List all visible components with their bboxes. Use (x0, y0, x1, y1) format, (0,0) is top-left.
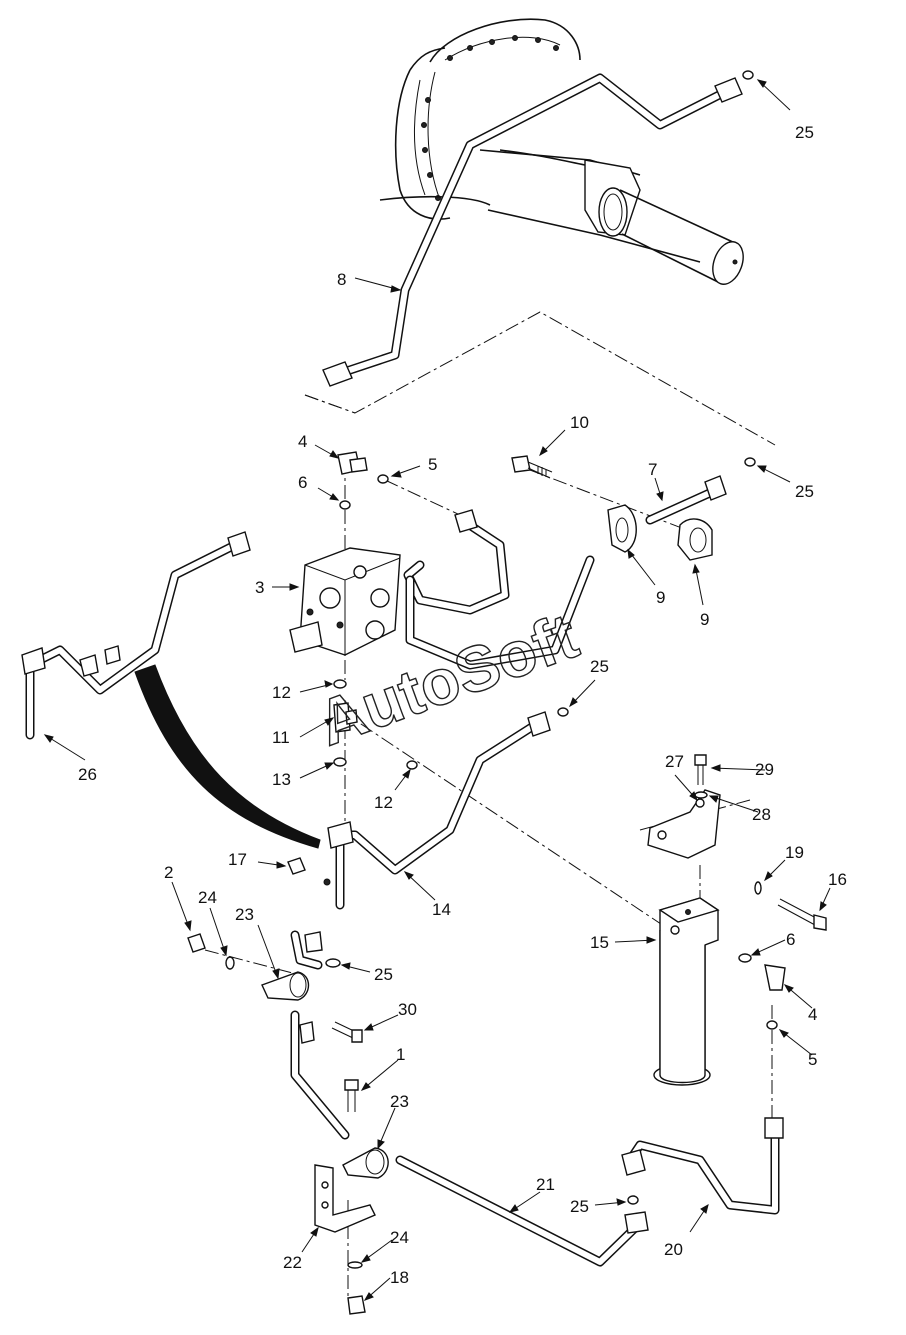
o-ring-25-left (325, 958, 341, 968)
o-ring-13 (333, 757, 347, 767)
callout-25: 25 (795, 123, 814, 142)
pipe-vertical-left (290, 1010, 350, 1140)
bracket-22 (314, 1164, 376, 1233)
valve-assembly-3 (289, 547, 401, 656)
bolt-10 (511, 455, 553, 479)
callout-30: 30 (398, 1000, 417, 1019)
fitting-4-top (337, 451, 368, 475)
callout-4: 4 (298, 432, 307, 451)
bolt-1 (344, 1079, 359, 1112)
callout-26: 26 (78, 765, 97, 784)
pipe-7 (645, 475, 727, 525)
pipe-elbow-upper (290, 930, 323, 970)
pipe-26 (21, 531, 251, 740)
callout-11: 11 (272, 728, 290, 747)
washer-19 (754, 881, 762, 895)
callout-13: 13 (272, 770, 291, 789)
callout-17: 17 (228, 850, 247, 869)
o-ring-25-mid (744, 457, 756, 467)
callout-21: 21 (536, 1175, 555, 1194)
callout-labels: 25 8 10 4 5 7 6 25 3 9 9 25 12 11 26 13 … (78, 123, 847, 1287)
washer-24-lower (347, 1261, 363, 1269)
o-ring-5-top (377, 474, 389, 484)
callout-7: 7 (648, 460, 657, 479)
o-ring-25-bottom (627, 1195, 639, 1205)
pipe-14 (323, 711, 551, 910)
nut-18 (347, 1295, 366, 1315)
bracket-27 (647, 789, 721, 859)
callout-23: 23 (390, 1092, 409, 1111)
o-ring-6-top (339, 500, 351, 510)
callout-14: 14 (432, 900, 451, 919)
o-ring-25-right (557, 707, 569, 717)
tee-fitting-11 (333, 702, 358, 733)
callout-leaders (43, 79, 831, 1301)
callout-28: 28 (752, 805, 771, 824)
pipe-8 (322, 73, 743, 387)
hose-valve-loop (403, 509, 595, 670)
fitting-4-right (764, 964, 786, 991)
pipe-20 (621, 1117, 784, 1215)
reference-lines (204, 311, 776, 1300)
o-ring-12-upper (333, 679, 347, 689)
clamp-9-right (677, 518, 713, 561)
o-ring-12-lower (406, 760, 418, 770)
bolt-29 (694, 754, 707, 785)
washer-28 (694, 791, 708, 799)
callout-16: 16 (828, 870, 847, 889)
callout-10: 10 (570, 413, 589, 432)
callout-18: 18 (390, 1268, 409, 1287)
callout-19: 19 (785, 843, 804, 862)
nut-2 (187, 933, 206, 953)
callout-22: 22 (283, 1253, 302, 1272)
callout-20: 20 (664, 1240, 683, 1259)
callout-9: 9 (700, 610, 709, 629)
callout-23: 23 (235, 905, 254, 924)
callout-5: 5 (428, 455, 437, 474)
bolt-30 (331, 1021, 363, 1043)
callout-9: 9 (656, 588, 665, 607)
o-ring-25-top (742, 70, 754, 80)
clamp-23-upper (261, 971, 310, 1001)
callout-6: 6 (786, 930, 795, 949)
receiver-drier-15 (653, 897, 720, 1086)
callout-5: 5 (808, 1050, 817, 1069)
axle-housing (379, 18, 744, 285)
o-ring-6-right (738, 953, 752, 963)
callout-25: 25 (374, 965, 393, 984)
nut-17 (287, 857, 306, 875)
callout-25: 25 (590, 657, 609, 676)
callout-12: 12 (272, 683, 291, 702)
callout-8: 8 (337, 270, 346, 289)
callout-29: 29 (755, 760, 774, 779)
pipe-21 (395, 1155, 649, 1267)
clamp-9-left (607, 504, 637, 553)
callout-27: 27 (665, 752, 684, 771)
black-hose (134, 664, 321, 849)
callout-24: 24 (198, 888, 217, 907)
callout-2: 2 (164, 863, 173, 882)
bolt-16 (777, 898, 827, 931)
callout-6: 6 (298, 473, 307, 492)
callout-15: 15 (590, 933, 609, 952)
washer-24-upper (225, 956, 235, 970)
callout-1: 1 (396, 1045, 405, 1064)
o-ring-5-right (766, 1020, 778, 1030)
clamp-23-lower (342, 1147, 389, 1179)
callout-25: 25 (570, 1197, 589, 1216)
callout-3: 3 (255, 578, 264, 597)
callout-25: 25 (795, 482, 814, 501)
callout-24: 24 (390, 1228, 409, 1247)
callout-12: 12 (374, 793, 393, 812)
callout-4: 4 (808, 1005, 817, 1024)
